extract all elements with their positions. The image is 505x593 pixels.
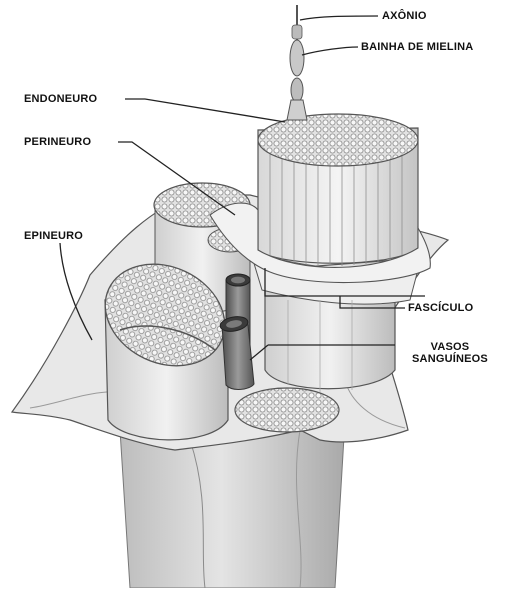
label-vasos-sanguineos: VASOS SANGUÍNEOS: [400, 341, 500, 365]
leader-bainha: [302, 47, 358, 55]
label-fasciculo: FASCÍCULO: [408, 302, 473, 314]
label-epineuro: EPINEURO: [24, 230, 83, 242]
label-axonio: AXÔNIO: [382, 10, 427, 22]
label-vasos-line1: VASOS: [400, 341, 500, 353]
fascicle-bottom-small: [235, 388, 339, 432]
label-perineuro: PERINEURO: [24, 136, 91, 148]
axon-with-myelin: [287, 5, 307, 120]
label-bainha-de-mielina: BAINHA DE MIELINA: [361, 41, 473, 53]
fiber-bundle: [258, 114, 418, 266]
leader-axonio: [300, 16, 378, 20]
leader-endoneuro: [125, 99, 285, 122]
label-endoneuro: ENDONEURO: [24, 93, 97, 105]
label-vasos-line2: SANGUÍNEOS: [400, 353, 500, 365]
